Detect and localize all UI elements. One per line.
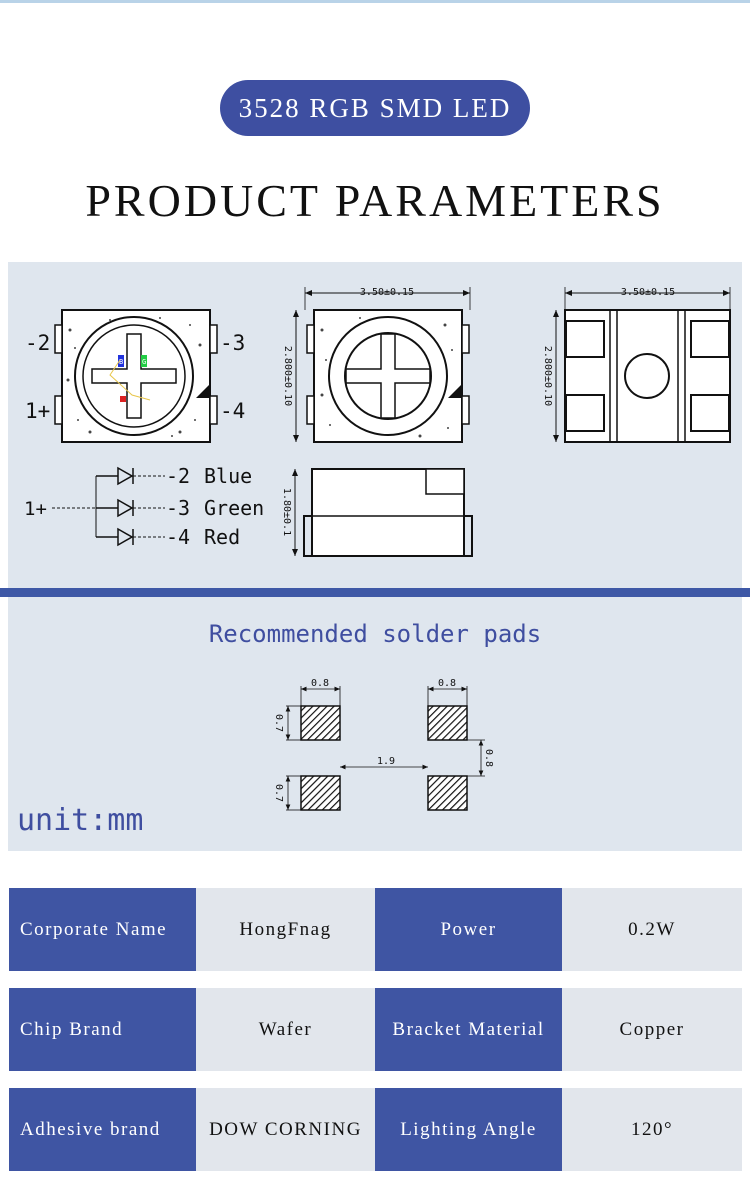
section-divider [0,588,750,597]
solder-pads-diagram: 0.8 0.8 0.7 0.7 1.9 0.8 [273,678,494,811]
param-key: Adhesive brand [9,1088,196,1171]
red-chip [120,396,126,402]
pad-width-label-left: 0.8 [311,678,329,689]
table-row: Adhesive brand DOW CORNING Lighting Angl… [9,1088,742,1171]
pin-1-label: 1+ [25,399,50,423]
pad-gap-label: 0.8 [483,749,494,767]
pad-height-label-top: 0.7 [273,714,284,732]
circuit-color-green: Green [204,496,264,520]
param-key: Corporate Name [9,888,196,971]
param-value: 120° [562,1088,742,1171]
technical-drawing: B G -2 -3 1+ -4 3.50±0.15 2.800±0.10 [24,287,731,811]
circuit-color-blue: Blue [204,464,252,488]
green-chip-label: G [142,358,146,366]
solder-pads-title: Recommended solder pads [208,620,542,648]
param-value: DOW CORNING [196,1088,375,1171]
blue-chip [118,355,124,367]
param-value: Copper [562,988,742,1071]
top-border [0,0,750,3]
product-badge: 3528 RGB SMD LED [220,80,530,136]
pad-width-label-right: 0.8 [438,678,456,689]
param-value: 0.2W [562,888,742,971]
bottom-width-dimension: 3.50±0.15 [621,287,675,298]
circuit-pin-red: -4 [166,525,190,549]
led-bottom-view: 3.50±0.15 2.800±0.10 [542,287,731,443]
table-row: Chip Brand Wafer Bracket Material Copper [9,988,742,1071]
circuit-pin-green: -3 [166,496,190,520]
pin-3-label: -3 [220,331,245,355]
circuit-color-red: Red [204,525,240,549]
led-top-view: B G -2 -3 1+ -4 [25,309,245,443]
led-dimension-view: 3.50±0.15 2.800±0.10 [282,287,471,443]
circuit-pin-blue: -2 [166,464,190,488]
pad-pitch-label: 1.9 [377,756,395,767]
solder-pad [427,775,468,811]
width-dimension: 3.50±0.15 [360,287,414,298]
pin-2-label: -2 [25,331,50,355]
param-value: Wafer [196,988,375,1071]
param-key: Bracket Material [375,988,562,1071]
solder-pad [427,705,468,741]
solder-pad [300,705,341,741]
param-key: Chip Brand [9,988,196,1071]
circuit-common-pin: 1+ [24,498,47,520]
circuit-diagram: 1+ -2 Blue -3 Green -4 Red [24,464,264,549]
product-badge-label: 3528 RGB SMD LED [238,92,512,123]
thickness-dimension: 1.80±0.1 [281,488,292,536]
solder-pads-panel [8,597,742,851]
param-key: Lighting Angle [375,1088,562,1171]
pin-4-label: -4 [220,399,245,423]
pad-height-label-bottom: 0.7 [273,784,284,802]
solder-pad [300,775,341,811]
bottom-height-dimension: 2.800±0.10 [542,346,553,406]
param-value: HongFnag [196,888,375,971]
blue-chip-label: B [119,358,123,366]
height-dimension: 2.800±0.10 [282,346,293,406]
unit-label: unit:mm [17,803,144,838]
page-title: PRODUCT PARAMETERS [85,175,665,226]
table-row: Corporate Name HongFnag Power 0.2W [9,888,742,971]
led-side-view: 1.80±0.1 [281,468,473,557]
param-key: Power [375,888,562,971]
green-chip [141,355,147,367]
